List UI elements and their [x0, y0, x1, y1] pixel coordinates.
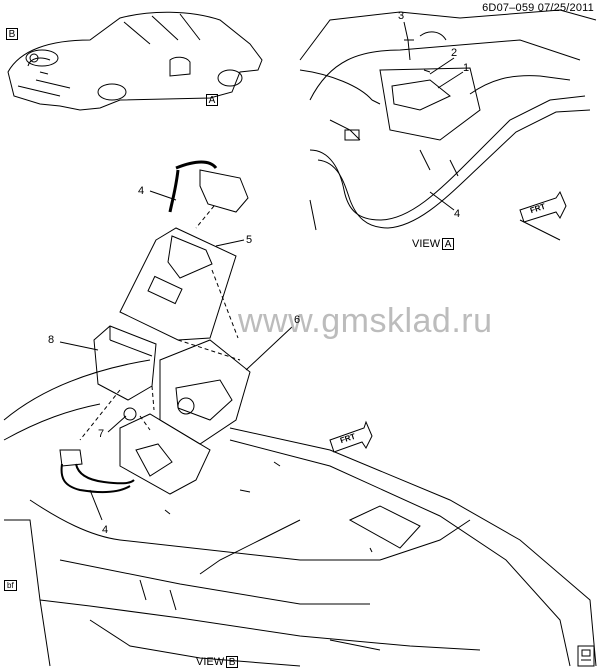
callout-3: 3: [398, 10, 405, 22]
view-a-prefix: VIEW: [412, 238, 441, 250]
callout-4-bottom: 4: [102, 524, 109, 536]
callout-2: 2: [451, 47, 458, 59]
view-a-caption: VIEW A: [412, 238, 455, 250]
diagram-header: 6D07–059 07/25/2011: [482, 2, 594, 14]
view-b-caption: VIEW B: [196, 656, 239, 668]
inset-marker-b: B: [6, 28, 18, 40]
diagram-date: 07/25/2011: [537, 2, 594, 14]
callout-7: 7: [98, 428, 105, 440]
callout-4-top: 4: [138, 185, 145, 197]
callout-5: 5: [246, 234, 253, 246]
diagram-code: 6D07–059: [482, 2, 535, 14]
frt-arrow-middle: [329, 420, 373, 453]
callout-4-view-a: 4: [454, 208, 461, 220]
inset-marker-a: A: [206, 94, 218, 106]
callout-1: 1: [463, 62, 470, 74]
car-inset: [7, 11, 263, 111]
callout-8: 8: [48, 334, 55, 346]
main-diagram: [3, 160, 597, 667]
callout-6: 6: [294, 314, 301, 326]
frt-arrow-top: [519, 190, 567, 223]
document-icon: [577, 645, 595, 667]
watermark: www.gmsklad.ru: [238, 302, 493, 340]
view-b-prefix: VIEW: [196, 656, 225, 668]
view-b-letter: B: [226, 656, 239, 668]
corner-tag: bf: [4, 580, 17, 591]
view-a-letter: A: [442, 238, 455, 250]
view-a-diagram: [299, 9, 597, 241]
leader-lines: [59, 21, 464, 521]
